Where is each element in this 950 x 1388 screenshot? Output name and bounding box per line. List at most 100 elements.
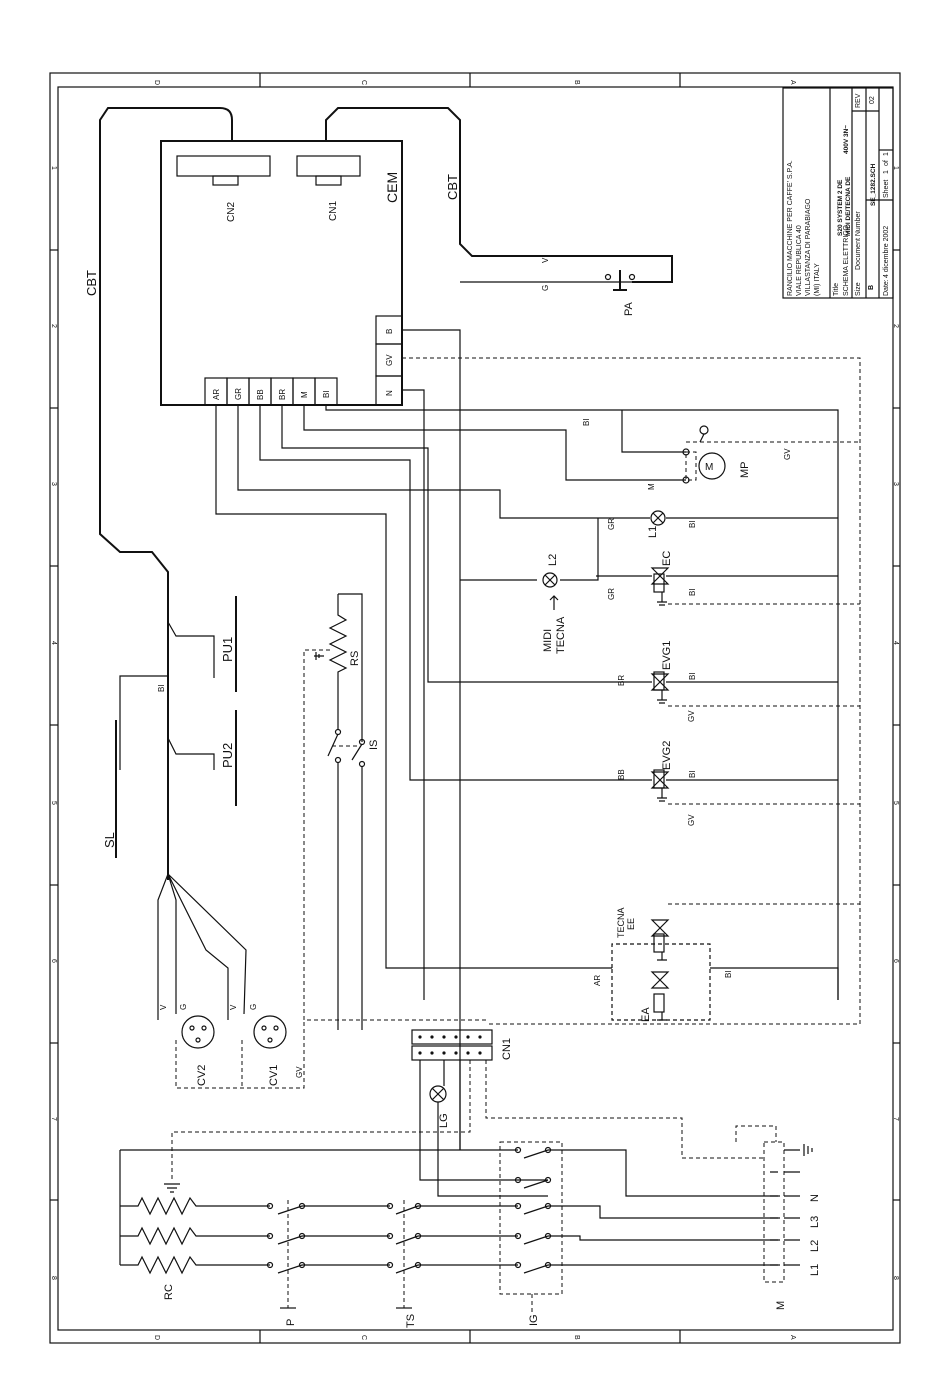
tecna-ee-label-2: EE — [626, 918, 636, 930]
terminal-b: B — [385, 329, 394, 334]
voltage: 400V 3N~ — [843, 125, 850, 154]
thermostat-ts — [386, 1200, 422, 1309]
rs-resistor — [328, 593, 363, 742]
tecna-label: TECNA — [555, 616, 567, 654]
mains-terminals — [770, 1149, 800, 1266]
midi-arrow — [549, 595, 559, 610]
valve-ea — [650, 971, 670, 1021]
is-switch — [327, 728, 366, 768]
cbt-right-label: CBT — [445, 174, 460, 200]
size-label: Size — [855, 282, 862, 296]
company-line-2: VIALE REPUBLICA 40 — [796, 225, 803, 296]
rc-ground-symbol — [164, 1183, 180, 1193]
m-label: M — [775, 1301, 787, 1310]
rc-heating-elements — [119, 1149, 460, 1275]
supply-l3: L3 — [809, 1216, 821, 1228]
cv2-label: CV2 — [196, 1065, 208, 1086]
cem-label: CEM — [384, 172, 400, 203]
wire-label-bi-evg2: BI — [688, 770, 697, 778]
pe-ground-symbol — [803, 1144, 813, 1156]
valve-ec — [650, 567, 670, 606]
zone-num-7-right: 7 — [892, 1117, 899, 1121]
zone-num-4-right: 4 — [892, 641, 899, 645]
evg2-label: EVG2 — [661, 741, 673, 770]
pa-label: PA — [623, 301, 635, 316]
pu2-probe — [167, 710, 237, 806]
rc-label: RC — [163, 1284, 175, 1300]
gv-ground-bus — [402, 357, 861, 1025]
sheet-value: 1 — [883, 170, 890, 174]
size-value: B — [868, 285, 875, 290]
rev-value: 02 — [869, 96, 876, 104]
valve-evg1 — [650, 671, 670, 704]
mains-ground-dash — [735, 1125, 777, 1142]
cv2-v-label: V — [159, 1004, 168, 1010]
zone-num-7: 7 — [50, 1117, 57, 1121]
supply-n: N — [809, 1194, 821, 1202]
cn1-bottom-label: CN1 — [501, 1038, 513, 1060]
cv1-label: CV1 — [268, 1065, 280, 1086]
zone-num-4: 4 — [50, 641, 57, 645]
gv-to-mains — [485, 1060, 764, 1159]
zone-num-1-right: 1 — [892, 166, 899, 170]
cv2-g-label: G — [179, 1004, 188, 1010]
sheet-label: Sheet — [883, 180, 890, 198]
terminal-bi: BI — [322, 390, 331, 398]
zone-num-3-right: 3 — [892, 482, 899, 486]
company-line-4: (MI) ITALY — [814, 263, 821, 296]
cem-wiring — [215, 329, 839, 1150]
rs-ground-wire — [303, 649, 486, 1021]
date-value: 4 dicembre 2002 — [883, 226, 890, 278]
sl-label: SL — [102, 832, 117, 848]
is-label: IS — [368, 740, 380, 750]
ec-label: EC — [661, 551, 673, 566]
lg-label: LG — [438, 1113, 450, 1128]
pu1-probe — [167, 596, 237, 692]
cbt-right-harness — [325, 107, 673, 283]
wire-label-m: M — [647, 483, 656, 490]
wire-label-gr-l2: GR — [607, 588, 616, 600]
zone-letter-d-bottom: D — [153, 1335, 160, 1340]
rev-label: REV — [855, 93, 862, 108]
outer-border — [49, 72, 901, 1344]
zone-num-5: 5 — [50, 801, 57, 805]
rs-ground-symbol — [314, 652, 324, 660]
cn2-connector — [176, 155, 271, 177]
terminal-ar: AR — [212, 389, 221, 400]
zone-letter-d: D — [153, 80, 160, 85]
wire-label-br: BR — [617, 675, 626, 686]
rs-label: RS — [349, 651, 361, 666]
title-label: Title — [833, 283, 840, 296]
title-line-2: S20 SYSTEM 2 DE — [837, 179, 844, 236]
l2-label: L2 — [547, 554, 559, 566]
cn2-key — [212, 175, 239, 186]
inner-border — [57, 86, 894, 1331]
cv1-g-label: G — [249, 1004, 258, 1010]
supply-l1: L1 — [809, 1264, 821, 1276]
ig-label: IG — [528, 1314, 540, 1326]
zone-num-2-right: 2 — [892, 324, 899, 328]
wire-label-bi-sl: BI — [157, 684, 166, 692]
cv-gv-label: GV — [295, 1066, 304, 1078]
pu2-label: PU2 — [220, 743, 235, 768]
pa-wire-v-label: V — [541, 257, 550, 263]
zone-letter-a: A — [789, 80, 796, 85]
cv2-flowmeter — [181, 1015, 215, 1049]
supply-l2: L2 — [809, 1240, 821, 1252]
zone-num-3: 3 — [50, 482, 57, 486]
wire-label-bi-evg1: BI — [688, 672, 697, 680]
zone-num-6-right: 6 — [892, 959, 899, 963]
midi-label: MIDI — [542, 629, 554, 652]
cn1-bottom-connector — [411, 1029, 493, 1061]
mp-label: MP — [739, 462, 751, 479]
cv-ground — [175, 1020, 305, 1089]
title-line-3: MIDI DE/TECNA DE — [845, 176, 852, 236]
gv-to-rc — [171, 1060, 471, 1180]
wire-label-gr-l1: GR — [607, 518, 616, 530]
cbt-left-harness — [99, 107, 233, 880]
mp-motor: M — [682, 425, 726, 484]
p-label: P — [285, 1319, 297, 1326]
company-line-3: VILLASTANZA DI PARABIAGO — [805, 198, 812, 296]
cv1-v-label: V — [229, 1004, 238, 1010]
